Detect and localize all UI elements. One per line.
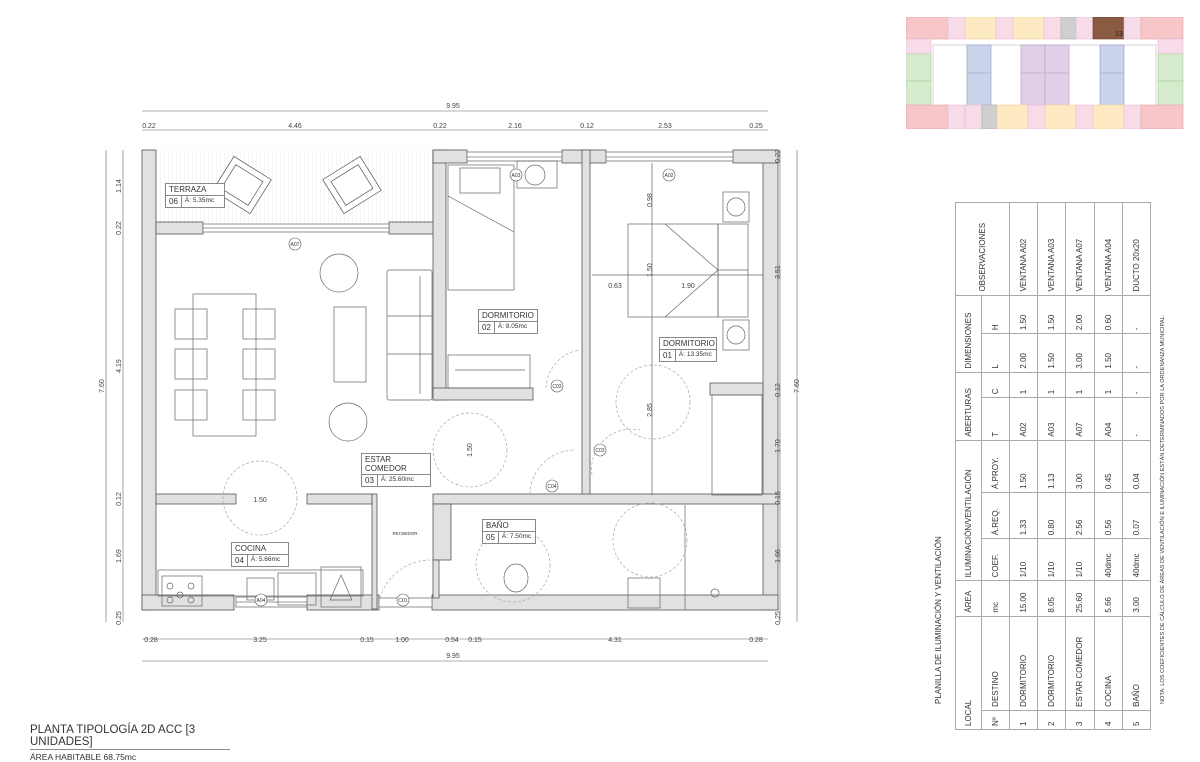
svg-text:2.16: 2.16 [508,123,522,130]
dimension-labels: 9.95 0.22 4.46 0.22 2.16 0.12 2.53 0.25 … [142,103,763,660]
key-plan: 13 [905,16,1185,130]
window-tag-a02: A02 [665,173,674,179]
svg-text:3.25: 3.25 [253,637,267,644]
header-area: ÁREA [955,580,982,617]
svg-text:0.63: 0.63 [608,283,622,290]
svg-text:0.22: 0.22 [142,123,156,130]
header-dimensiones: DIMENSIONES [955,295,982,373]
dorm2-furniture [447,160,581,389]
svg-text:1.50: 1.50 [647,263,654,277]
svg-text:0.25: 0.25 [749,123,763,130]
header-local: LOCAL [955,616,982,730]
svg-text:0.22: 0.22 [775,149,782,163]
svg-text:1.66: 1.66 [775,549,782,563]
plan-title: PLANTA TIPOLOGÍA 2D ACC [3 UNIDADES] [30,724,230,750]
svg-text:2.85: 2.85 [647,403,654,417]
svg-text:0.25: 0.25 [775,611,782,625]
svg-text:0.15: 0.15 [775,491,782,505]
svg-text:0.54: 0.54 [445,637,459,644]
svg-text:0.15: 0.15 [360,637,374,644]
header-observaciones: OBSERVACIONES [955,202,1010,296]
terrace-armchairs [212,155,382,215]
svg-text:9.95: 9.95 [446,103,460,110]
opening-tags [254,168,676,607]
title-block: PLANTA TIPOLOGÍA 2D ACC [3 UNIDADES] ÁRE… [30,724,230,762]
floor-plan: A07 A03 A02 A04 C01 C03 C03 C04 RECIBIDO… [99,103,801,662]
svg-text:0.12: 0.12 [116,492,123,506]
door-swings [379,449,576,599]
header-iluminacion: ILUMINACIÓN/VENTILACIÓN [955,440,982,581]
schedule-table: LOCAL ÁREA ILUMINACIÓN/VENTILACIÓN ABERT… [955,202,1151,730]
svg-text:1.50: 1.50 [253,497,267,504]
svg-text:9.95: 9.95 [446,653,460,660]
door-tag-c03b: C03 [595,448,604,454]
living-furniture [174,253,508,536]
dining-table [192,293,257,437]
schedule-note: NOTA: LOS COEFICIENTES DE CÁLCULO DE ÁRE… [1160,314,1166,704]
dimension-lines [105,110,798,662]
svg-text:1.14: 1.14 [116,179,123,193]
window-tag-a03: A03 [512,173,521,179]
svg-text:0.28: 0.28 [144,637,158,644]
door-tag-c04: C04 [547,484,556,490]
floor-plan-drawing: A07 A03 A02 A04 C01 C03 C03 C04 RECIBIDO… [99,103,801,662]
svg-text:0.12: 0.12 [775,383,782,397]
header-aberturas: ABERTURAS [955,372,982,441]
svg-text:0.22: 0.22 [433,123,447,130]
hall-label: RECIBIDOR [392,531,418,536]
key-plan-unit-number: 13 [1115,31,1123,38]
svg-text:0.98: 0.98 [647,193,654,207]
plan-subtitle: ÁREA HABITABLE 68.75mc [30,752,137,762]
svg-text:4.19: 4.19 [116,359,123,373]
key-plan-drawing [905,16,1184,130]
svg-text:0.28: 0.28 [749,637,763,644]
svg-text:0.15: 0.15 [468,637,482,644]
svg-text:1.50: 1.50 [467,443,474,457]
svg-text:4.31: 4.31 [608,637,622,644]
svg-text:0.12: 0.12 [580,123,594,130]
bath-fixtures [475,502,720,610]
svg-text:7.60: 7.60 [99,379,106,393]
lighting-ventilation-schedule: LOCAL ÁREA ILUMINACIÓN/VENTILACIÓN ABERT… [955,202,1155,730]
svg-text:2.53: 2.53 [658,123,672,130]
window-tag-a07: A07 [291,242,300,248]
svg-text:1.69: 1.69 [116,549,123,563]
svg-text:3.51: 3.51 [775,265,782,279]
svg-text:1.90: 1.90 [681,283,695,290]
svg-text:0.25: 0.25 [116,611,123,625]
door-tag-c01: C01 [398,598,407,604]
window-tag-a04: A04 [257,598,266,604]
schedule-title: PLANILLA DE ILUMINACIÓN Y VENTILACIÓN [934,536,943,704]
svg-text:0.22: 0.22 [116,221,123,235]
svg-text:1.00: 1.00 [395,637,409,644]
svg-text:7.60: 7.60 [794,379,801,393]
svg-text:1.70: 1.70 [775,439,782,453]
dorm1-furniture [591,163,763,496]
svg-text:4.46: 4.46 [288,123,302,130]
door-tag-c03a: C03 [552,384,561,390]
